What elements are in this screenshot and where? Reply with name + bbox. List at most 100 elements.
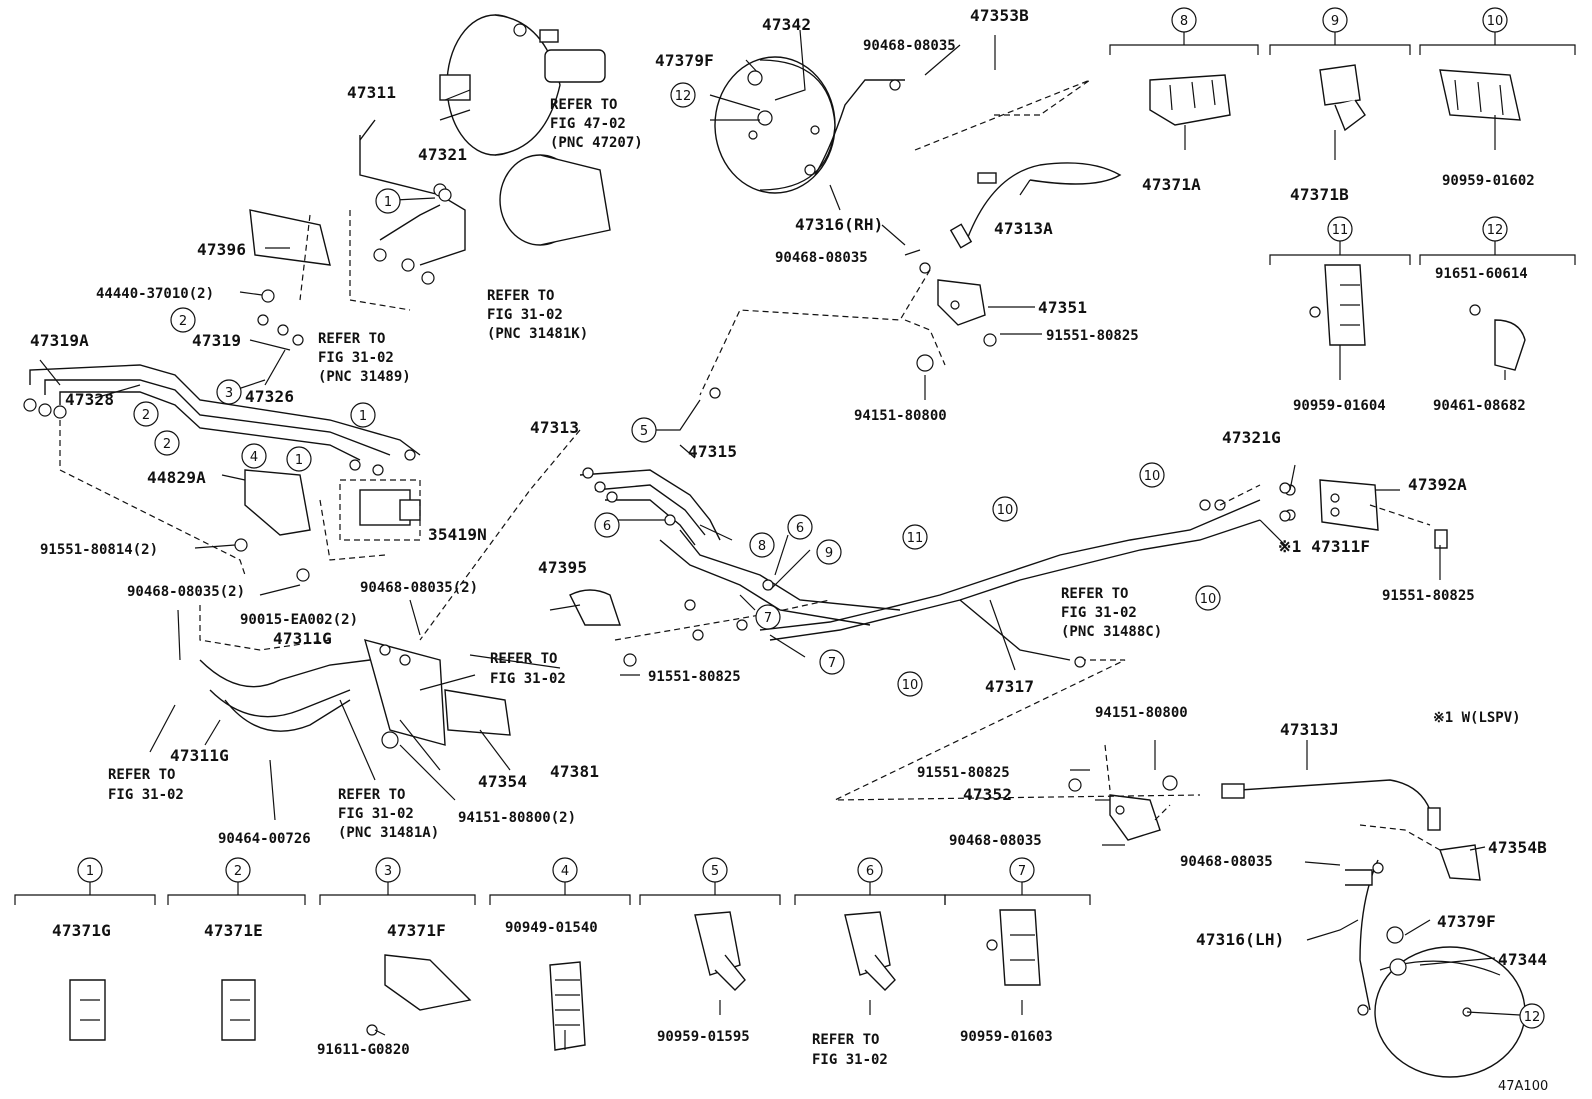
- svg-text:2: 2: [163, 437, 171, 452]
- part-label-47352: 47352: [963, 785, 1012, 804]
- part-label-90468-08035: 90468-08035: [775, 250, 868, 266]
- part-label-94151-80800: 94151-80800: [854, 408, 947, 424]
- legend-clamp-6: [844, 911, 896, 991]
- legend-header-8: 8: [1171, 7, 1197, 33]
- svg-text:6: 6: [603, 519, 611, 534]
- callout-7-a: 7: [755, 604, 781, 630]
- svg-text:8: 8: [758, 539, 766, 554]
- lspv-note: ※1 W(LSPV): [1433, 710, 1521, 726]
- part-label-47311F: ※1 47311F: [1278, 537, 1370, 556]
- callout-3-a: 3: [216, 379, 242, 405]
- part-label-90959-01602: 90959-01602: [1442, 173, 1535, 189]
- legend-clamp-2: [221, 979, 256, 1041]
- part-label-47371B: 47371B: [1290, 185, 1349, 204]
- callout-10-a: 10: [992, 496, 1018, 522]
- part-label-90015-EA002: 90015-EA002(2): [240, 612, 358, 628]
- svg-text:3: 3: [384, 864, 392, 879]
- part-label-35419N: 35419N: [428, 525, 487, 544]
- svg-text:12: 12: [1524, 1010, 1541, 1025]
- refer-fig-31-02-b: REFER TO FIG 31-02: [108, 767, 184, 803]
- part-label-47311G: 47311G: [273, 629, 332, 648]
- svg-text:10: 10: [902, 678, 919, 693]
- reference-notes: REFER TO FIG 47-02 (PNC 47207) REFER TO …: [108, 97, 1548, 1094]
- part-label-94151-80800: 94151-80800(2): [458, 810, 576, 826]
- part-label-47328: 47328: [65, 390, 114, 409]
- figure-id: 47A100: [1498, 1079, 1548, 1094]
- part-label-90468-08035: 90468-08035: [1180, 854, 1273, 870]
- part-label-47371E: 47371E: [204, 921, 263, 940]
- part-label-47313: 47313: [530, 418, 579, 437]
- part-label-94151-80800: 94151-80800: [1095, 705, 1188, 721]
- part-label-90468-08035: 90468-08035: [949, 833, 1042, 849]
- callout-2-a: 2: [170, 307, 196, 333]
- callout-9-a: 9: [816, 539, 842, 565]
- part-label-91651-60614: 91651-60614: [1435, 266, 1528, 282]
- bracket-47352: [1068, 775, 1178, 841]
- svg-text:1: 1: [359, 409, 367, 424]
- part-label-47354B: 47354B: [1488, 838, 1547, 857]
- legend-clamp-12: [1469, 304, 1526, 371]
- part-label-91551-80825: 91551-80825: [1382, 588, 1475, 604]
- part-label-47371A: 47371A: [1142, 175, 1201, 194]
- svg-text:2: 2: [234, 864, 242, 879]
- part-label-91551-80825: 91551-80825: [917, 765, 1010, 781]
- callout-12-a: 12: [670, 82, 696, 108]
- part-label-90468-08035: 90468-08035(2): [360, 580, 478, 596]
- svg-text:6: 6: [796, 521, 804, 536]
- part-label-47316lh: 47316(LH): [1196, 930, 1285, 949]
- callout-12-b: 12: [1519, 1003, 1545, 1029]
- legend-clamp-4: [549, 961, 586, 1051]
- part-label-90949-01540: 90949-01540: [505, 920, 598, 936]
- part-label-47353B: 47353B: [970, 6, 1029, 25]
- legend-header-6: 6: [857, 857, 883, 883]
- part-label-47379F: 47379F: [655, 51, 714, 70]
- part-label-47321: 47321: [418, 145, 467, 164]
- legend-clamp-9: [1319, 64, 1366, 132]
- callout-1-a: 1: [375, 188, 401, 214]
- svg-text:7: 7: [828, 656, 836, 671]
- part-label-90959-01604: 90959-01604: [1293, 398, 1386, 414]
- fittings: [23, 70, 1384, 1016]
- legend-header-12: 12: [1482, 216, 1508, 242]
- svg-text:3: 3: [225, 386, 233, 401]
- svg-text:9: 9: [825, 546, 833, 561]
- legend-clamp-1: [69, 979, 106, 1041]
- flexible-hose-47313A: [949, 162, 1122, 249]
- brake-tubes: [29, 119, 1261, 732]
- legend-brackets: [14, 30, 1576, 1050]
- bracket-44829A: [234, 469, 311, 582]
- part-label-47326: 47326: [245, 387, 294, 406]
- flexible-hose-47313J: [1221, 779, 1441, 831]
- part-label-90461-08682: 90461-08682: [1433, 398, 1526, 414]
- svg-text:7: 7: [764, 611, 772, 626]
- part-label-90959-01603: 90959-01603: [960, 1029, 1053, 1045]
- part-label-44440-37010: 44440-37010(2): [96, 286, 214, 302]
- part-label-47344: 47344: [1498, 950, 1547, 969]
- legend-header-11: 11: [1327, 216, 1353, 242]
- part-label-47396: 47396: [197, 240, 246, 259]
- svg-text:10: 10: [1487, 14, 1504, 29]
- svg-text:6: 6: [866, 864, 874, 879]
- legend-header-5: 5: [702, 857, 728, 883]
- legend-headers: 8 9 10 11 12 1 2 3 4 5 6 7: [77, 7, 1508, 883]
- part-label-47311G: 47311G: [170, 746, 229, 765]
- svg-text:12: 12: [1487, 223, 1504, 238]
- callout-4-a: 4: [241, 443, 267, 469]
- part-labels: 47311 47321 4 7 3 4 2 47379F 90468-08035 473…: [30, 6, 1547, 1058]
- lspv-valve-35419N: [359, 489, 421, 526]
- part-label-47311: 47311: [347, 83, 396, 102]
- part-label-90468-08035: 90468-08035: [863, 38, 956, 54]
- part-label-47319A: 47319A: [30, 331, 89, 350]
- legend-header-1: 1: [77, 857, 103, 883]
- legend-clamp-8: [1149, 74, 1231, 126]
- svg-text:4: 4: [561, 864, 569, 879]
- svg-text:4: 4: [250, 450, 258, 465]
- callout-2-b: 2: [133, 401, 159, 427]
- bracket-47351: [916, 279, 997, 372]
- part-label-91551-80814: 91551-80814(2): [40, 542, 158, 558]
- legend-clamp-11: [1309, 264, 1366, 346]
- svg-text:11: 11: [1332, 223, 1349, 238]
- refer-fig-31-02-31488c: REFER TO FIG 31-02 (PNC 31488C): [1061, 586, 1162, 640]
- callout-circles: 1 2 3 2 2 4 1 1 12 5 6 8 6 9 7 7 11 10 1…: [133, 82, 1545, 1029]
- part-label-47395: 47395: [538, 558, 587, 577]
